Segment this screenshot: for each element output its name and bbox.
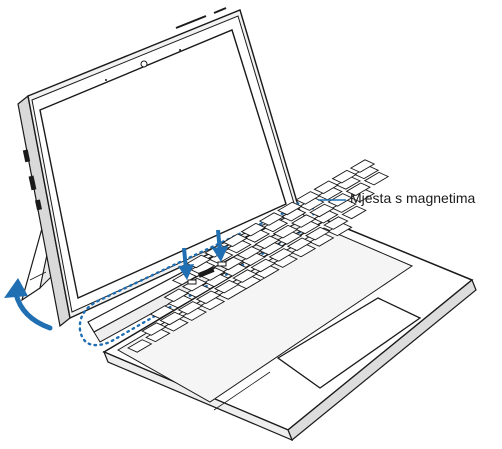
magnet-zone-label: Mjesta s magnetima [350, 189, 500, 207]
magnet-pin [188, 280, 196, 284]
camera-icon [141, 61, 147, 67]
magnet-pin [218, 262, 226, 266]
